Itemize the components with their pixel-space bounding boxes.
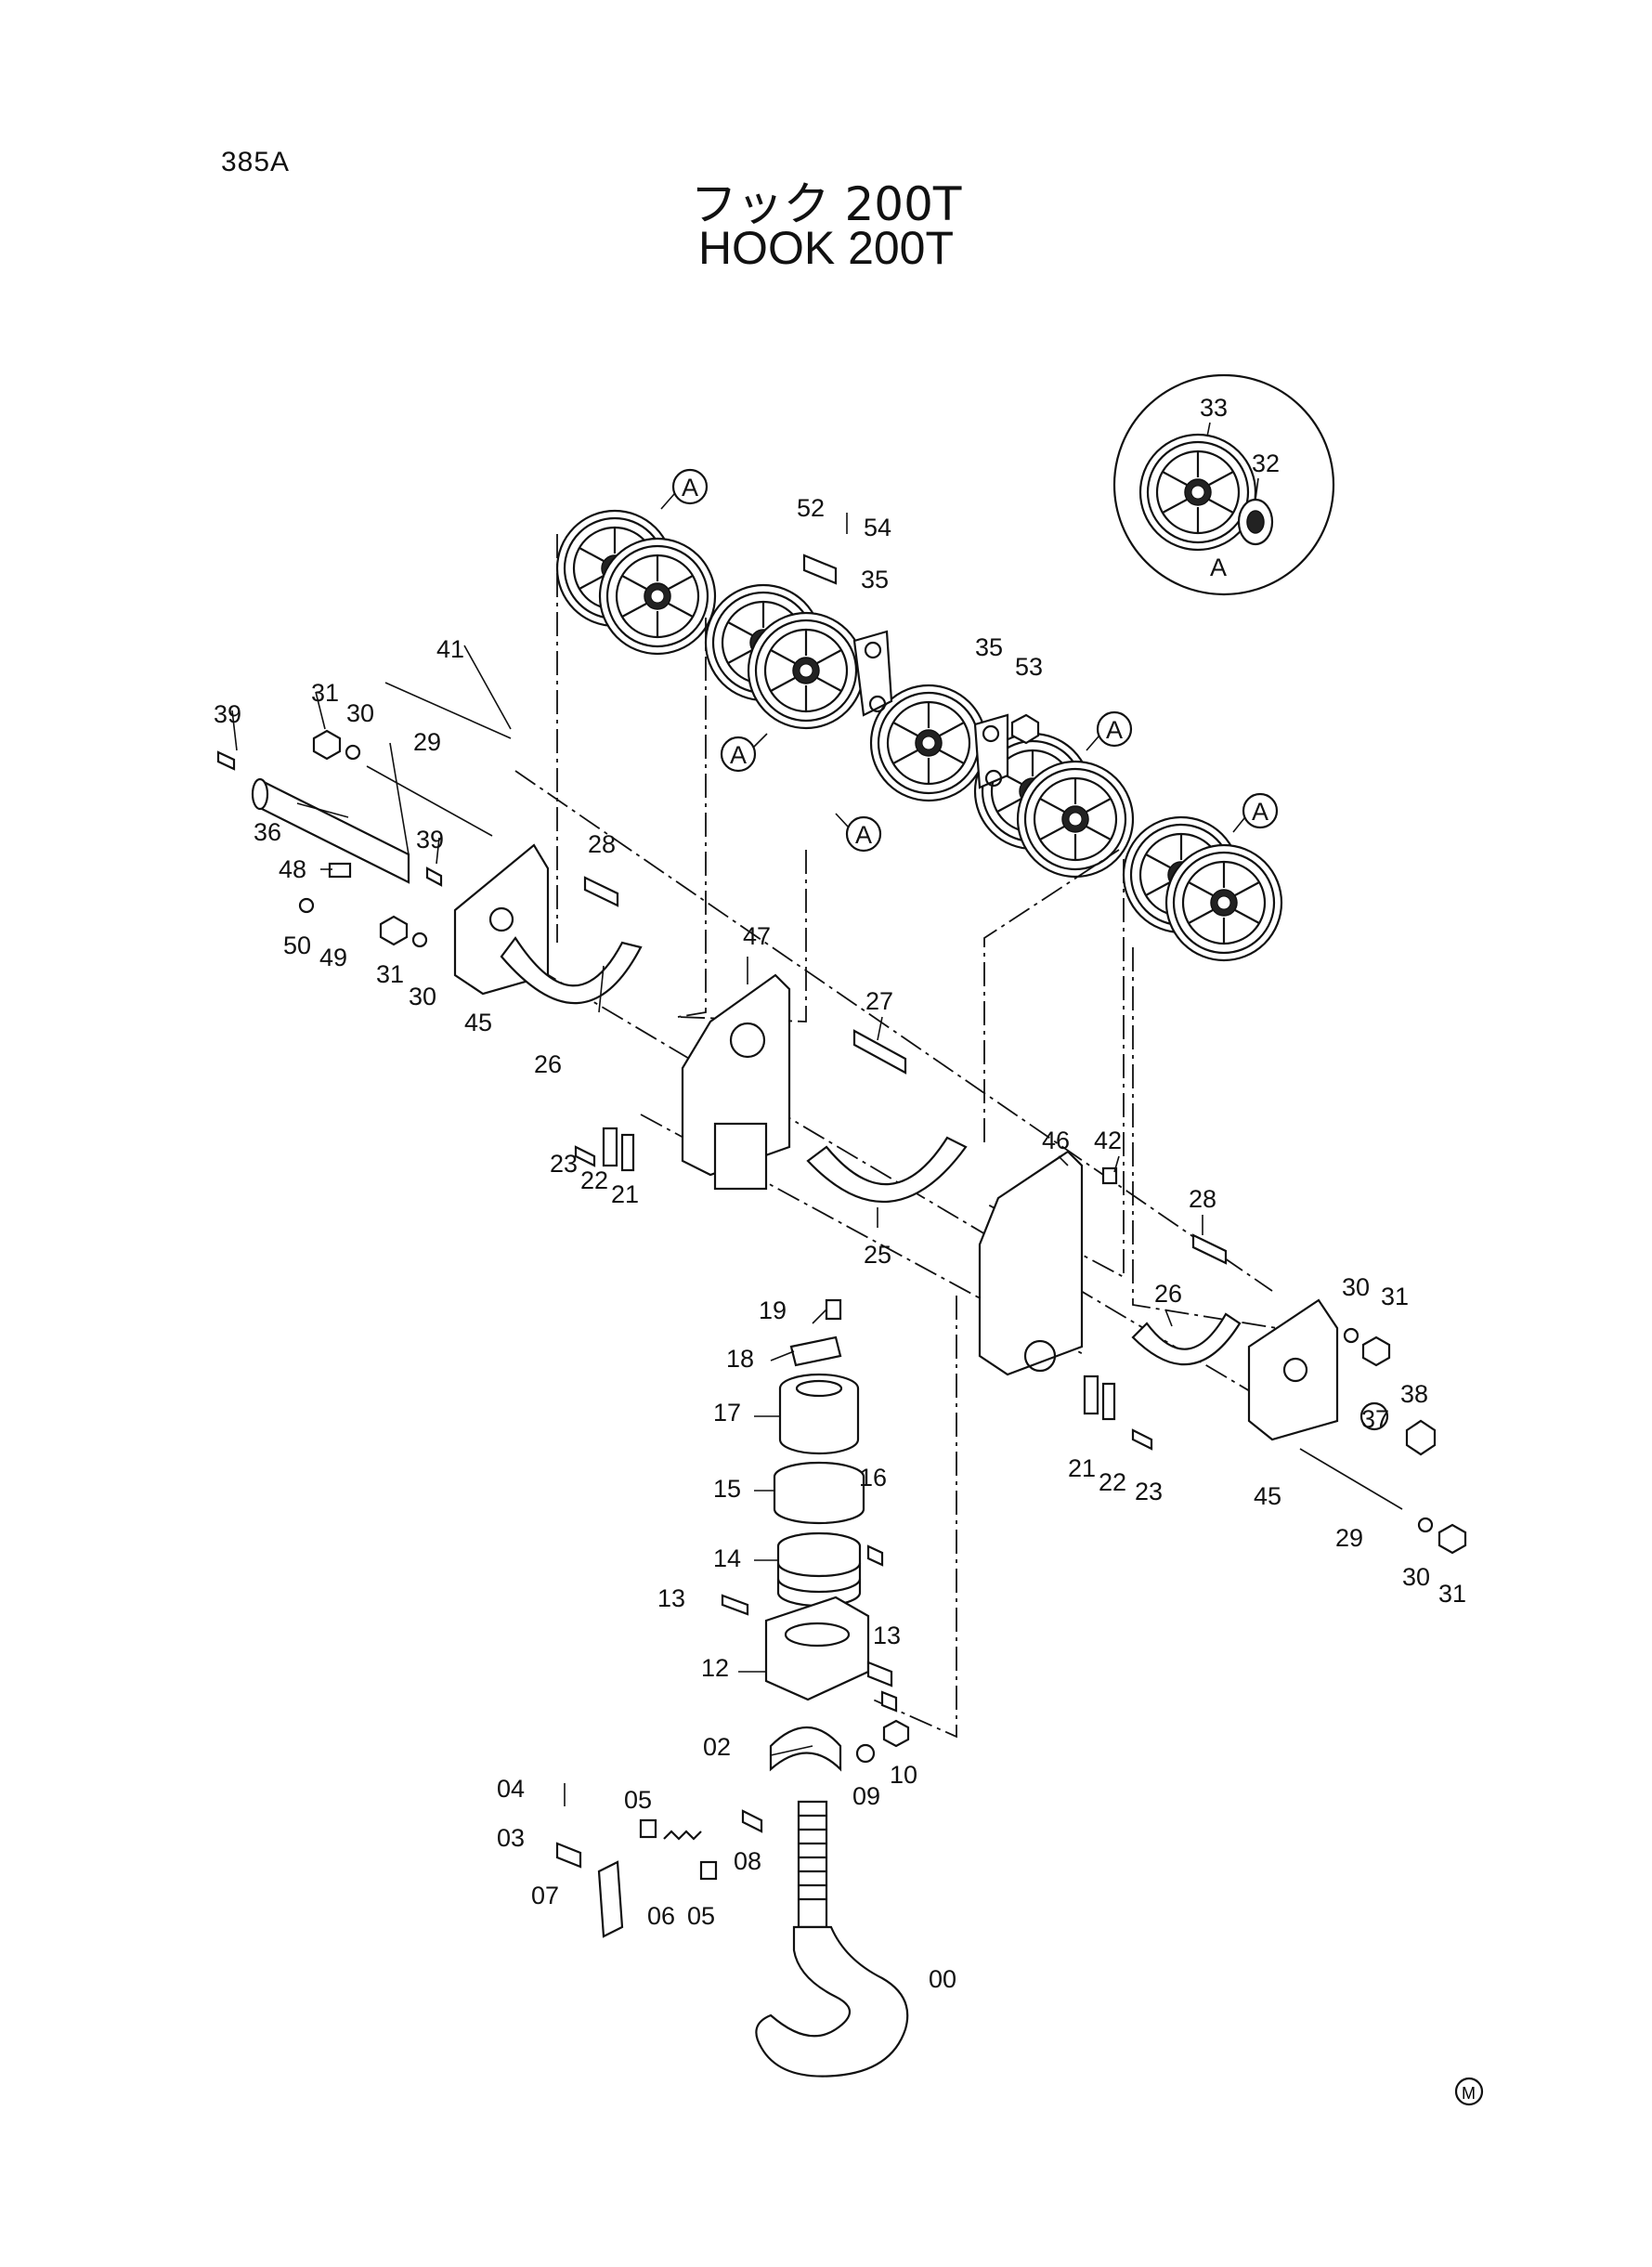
saddle-center <box>806 1136 968 1203</box>
callout-35-mid: 35 <box>975 633 1003 661</box>
side-plate-right <box>1247 1298 1339 1441</box>
callout-04: 04 <box>497 1775 525 1803</box>
title-english: HOOK 200T <box>697 222 955 274</box>
sheave-5 <box>1124 817 1281 960</box>
callout-31-top-left: 31 <box>311 679 339 707</box>
detail-a-marker-3: A <box>855 821 872 849</box>
center-plate-46 <box>978 1150 1084 1376</box>
callout-38: 38 <box>1400 1380 1428 1408</box>
sheave-2 <box>706 585 864 728</box>
callout-13-right: 13 <box>873 1622 901 1649</box>
callout-36: 36 <box>254 818 281 846</box>
callout-54: 54 <box>864 514 891 541</box>
detail-a-marker-4: A <box>1106 716 1123 744</box>
callout-03: 03 <box>497 1824 525 1852</box>
detail-a-inset <box>1112 373 1335 596</box>
callout-29-right: 29 <box>1335 1524 1363 1552</box>
callout-13-left: 13 <box>657 1584 685 1612</box>
footer-mark-letter: M <box>1462 2084 1476 2103</box>
callout-48: 48 <box>279 855 306 883</box>
callout-42: 42 <box>1094 1127 1122 1154</box>
callout-53: 53 <box>1015 653 1043 681</box>
detail-a-markers <box>660 468 1279 853</box>
hook-nut-stack <box>773 1298 865 1608</box>
callout-33: 33 <box>1200 394 1228 422</box>
sheave-1 <box>557 511 715 654</box>
callout-00: 00 <box>929 1965 956 1993</box>
callout-30-top-left: 30 <box>346 699 374 727</box>
callout-49: 49 <box>319 944 347 971</box>
callout-25: 25 <box>864 1241 891 1269</box>
callout-02: 02 <box>703 1733 731 1761</box>
callout-leaders <box>231 645 1203 1756</box>
small-hardware <box>216 729 1467 1555</box>
callout-45-right: 45 <box>1254 1482 1281 1510</box>
crosshead <box>721 1544 898 1713</box>
callout-22-right: 22 <box>1099 1468 1126 1496</box>
callout-19: 19 <box>759 1296 787 1324</box>
footer-mark <box>1454 2077 1484 2106</box>
callout-06: 06 <box>647 1902 675 1930</box>
detail-a-marker-5: A <box>1252 798 1268 826</box>
callout-18: 18 <box>726 1345 754 1373</box>
callout-32: 32 <box>1252 449 1280 477</box>
callout-23-right: 23 <box>1135 1478 1163 1505</box>
callout-37: 37 <box>1361 1405 1389 1433</box>
saddle-left <box>500 936 643 1005</box>
callout-10: 10 <box>890 1761 917 1789</box>
callout-12: 12 <box>701 1654 729 1682</box>
callout-47: 47 <box>743 922 771 950</box>
callout-52: 52 <box>797 494 825 522</box>
callout-14: 14 <box>713 1544 741 1572</box>
callout-45-left: 45 <box>464 1009 492 1036</box>
callout-21-left: 21 <box>611 1180 639 1208</box>
callout-46: 46 <box>1042 1127 1070 1154</box>
detail-a-marker-1: A <box>682 474 698 502</box>
hook-body <box>755 1800 909 2078</box>
callout-28-right: 28 <box>1189 1185 1216 1213</box>
callout-08: 08 <box>734 1847 761 1875</box>
safety-latch <box>555 1783 718 1938</box>
callout-39-mid: 39 <box>416 826 444 853</box>
page-code: 385A <box>221 147 291 177</box>
callout-31-left: 31 <box>376 960 404 988</box>
callout-28-left: 28 <box>588 830 616 858</box>
callout-30-right: 30 <box>1342 1273 1370 1301</box>
callout-26-left: 26 <box>534 1050 562 1078</box>
callout-07: 07 <box>531 1882 559 1909</box>
callout-16: 16 <box>859 1464 887 1492</box>
callout-31-bottom-right: 31 <box>1438 1580 1466 1608</box>
title-japanese: フック 200T <box>690 177 962 231</box>
link-plates <box>802 513 1040 789</box>
callout-21-right: 21 <box>1068 1454 1096 1482</box>
callout-50: 50 <box>283 932 311 959</box>
callout-22-left: 22 <box>580 1166 608 1194</box>
callout-23-left: 23 <box>550 1150 578 1178</box>
callout-09: 09 <box>852 1782 880 1810</box>
callout-27: 27 <box>865 987 893 1015</box>
callout-17: 17 <box>713 1399 741 1427</box>
callout-15: 15 <box>713 1475 741 1503</box>
callout-35-top: 35 <box>861 566 889 593</box>
callout-05-bottom: 05 <box>687 1902 715 1930</box>
retainer-ring <box>741 1719 910 1833</box>
callout-05-top: 05 <box>624 1786 652 1814</box>
callout-31-right: 31 <box>1381 1283 1409 1310</box>
detail-a-label: A <box>1210 554 1227 581</box>
callout-29-left: 29 <box>413 728 441 756</box>
saddle-right <box>1131 1312 1242 1366</box>
callout-30-bottom-right: 30 <box>1402 1563 1430 1591</box>
callout-26-right: 26 <box>1154 1280 1182 1308</box>
callout-39-left: 39 <box>214 700 241 728</box>
callout-41: 41 <box>436 635 464 663</box>
callout-30-left: 30 <box>409 983 436 1010</box>
center-plate-47 <box>681 973 791 1191</box>
detail-a-marker-2: A <box>730 741 747 769</box>
pins <box>583 876 1228 1265</box>
shafts-and-bolts <box>251 682 1403 1510</box>
